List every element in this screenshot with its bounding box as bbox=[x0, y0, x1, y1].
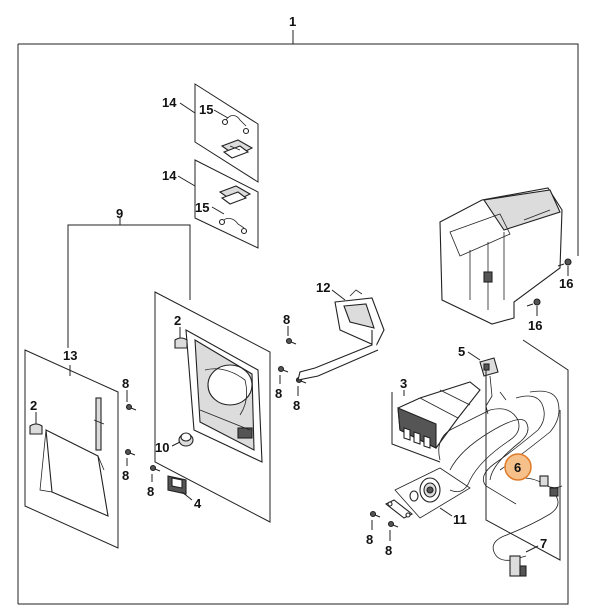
housing-shell bbox=[185, 329, 263, 463]
label-screw-8-c: 8 bbox=[147, 484, 154, 499]
module-3 bbox=[397, 381, 481, 449]
label-cable-6: 6 bbox=[514, 460, 521, 475]
label-knob-10: 10 bbox=[155, 440, 169, 455]
label-screw-8-b: 8 bbox=[122, 468, 129, 483]
label-screw-8-a: 8 bbox=[122, 376, 129, 391]
screw-8-h bbox=[387, 520, 399, 541]
label-screw-8-h: 8 bbox=[385, 543, 392, 558]
cable-frame bbox=[485, 370, 561, 561]
spring-15-top bbox=[221, 115, 250, 135]
switch-4 bbox=[167, 475, 193, 501]
label-bolt-16-a: 16 bbox=[559, 276, 573, 291]
label-kit-14-top: 14 bbox=[162, 95, 177, 110]
bolt-16-b bbox=[526, 298, 541, 316]
kit-14-bottom-frame bbox=[177, 159, 259, 249]
screw-8-a bbox=[125, 390, 137, 411]
housing-9-box bbox=[154, 291, 271, 523]
kit-14-top-frame bbox=[179, 83, 259, 183]
label-screw-8-g: 8 bbox=[366, 532, 373, 547]
latch-plate-top bbox=[220, 139, 254, 159]
clip-2-panel bbox=[29, 412, 43, 435]
module-3-frame bbox=[391, 390, 441, 463]
label-bolt-16-b: 16 bbox=[528, 318, 542, 333]
label-spring-15-top: 15 bbox=[199, 102, 213, 117]
screw-8-e bbox=[277, 365, 289, 384]
connector-5 bbox=[467, 351, 499, 415]
panel-13 bbox=[39, 397, 109, 517]
label-part-9: 9 bbox=[116, 206, 123, 221]
label-cable-7: 7 bbox=[540, 536, 547, 551]
screw-8-b bbox=[124, 448, 136, 466]
label-screw-8-f: 8 bbox=[293, 398, 300, 413]
label-clip-2-housing: 2 bbox=[174, 313, 181, 328]
label-bracket-12: 12 bbox=[316, 280, 330, 295]
label-module-3: 3 bbox=[400, 376, 407, 391]
cable-7 bbox=[492, 495, 559, 577]
screw-8-d bbox=[285, 326, 297, 345]
label-connector-5: 5 bbox=[458, 344, 465, 359]
main-assembly-frame bbox=[17, 30, 579, 605]
label-kit-14-bottom: 14 bbox=[162, 168, 177, 183]
label-switch-4: 4 bbox=[194, 496, 202, 511]
label-part-1: 1 bbox=[289, 14, 296, 29]
panel-13-box bbox=[24, 349, 119, 549]
knob-10 bbox=[171, 432, 194, 447]
spring-15-bottom bbox=[218, 218, 248, 235]
label-bearing-kit-11: 11 bbox=[453, 512, 467, 527]
bolt-16-a bbox=[557, 258, 572, 276]
bracket-12 bbox=[297, 289, 385, 381]
label-screw-8-d: 8 bbox=[283, 312, 290, 327]
housing-assembly-frame bbox=[67, 218, 191, 348]
bearing-kit-11 bbox=[384, 467, 471, 519]
label-panel-13: 13 bbox=[63, 348, 77, 363]
cable-6 bbox=[438, 390, 563, 505]
casing-top-right bbox=[439, 187, 563, 325]
label-screw-8-e: 8 bbox=[275, 386, 282, 401]
latch-plate-bottom bbox=[218, 185, 252, 205]
screw-8-g bbox=[369, 510, 381, 530]
screw-8-c bbox=[149, 464, 161, 482]
clip-2-housing bbox=[174, 327, 188, 349]
label-clip-2-panel: 2 bbox=[30, 398, 37, 413]
highlight-marker-6 bbox=[504, 453, 532, 481]
label-spring-15-bottom: 15 bbox=[195, 200, 209, 215]
